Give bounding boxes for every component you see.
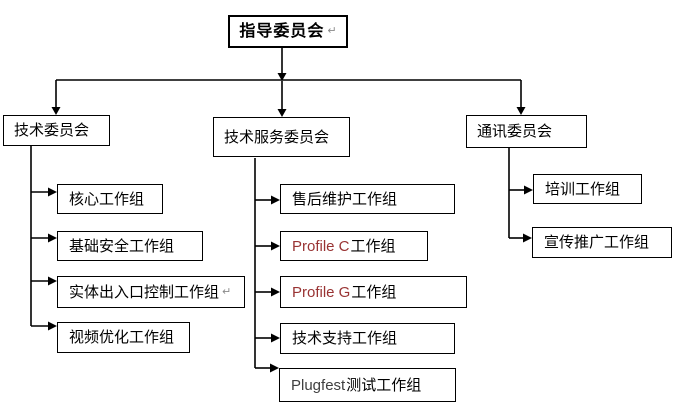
- node-core-workgroup: 核心工作组: [57, 184, 163, 214]
- node-plugfest-test-workgroup: Plugfest 测试工作组: [279, 368, 456, 402]
- node-label: 工作组: [350, 237, 396, 255]
- node-label: 技术支持工作组: [292, 330, 398, 347]
- node-label: 实体出入口控制工作组: [69, 283, 220, 301]
- node-label: 技术委员会: [14, 122, 90, 139]
- paragraph-mark-icon: ↵: [327, 25, 337, 37]
- node-label: 售后维护工作组: [292, 190, 398, 208]
- node-label: 技术服务委员会: [224, 128, 330, 146]
- node-label: 宣传推广工作组: [544, 234, 650, 251]
- node-video-optimization-workgroup: 视频优化工作组: [57, 322, 190, 353]
- node-tech-support-workgroup: 技术支持工作组: [280, 323, 455, 354]
- connector-right-column: [508, 148, 533, 243]
- node-label-latin: Profile G: [292, 283, 351, 301]
- node-label: 工作组: [351, 283, 397, 301]
- node-steering-committee: 指导委员会↵: [228, 15, 348, 48]
- connector-root: [51, 48, 526, 117]
- node-tech-service-committee: 技术服务委员会: [213, 117, 350, 157]
- node-label-latin: Profile C: [292, 237, 350, 255]
- node-entrance-control-workgroup: 实体出入口控制工作组↵: [57, 276, 245, 308]
- node-basic-security-workgroup: 基础安全工作组: [57, 231, 203, 261]
- node-profile-g-workgroup: Profile G 工作组: [280, 276, 467, 308]
- paragraph-mark-icon: ↵: [222, 285, 232, 298]
- node-profile-c-workgroup: Profile C 工作组: [280, 231, 428, 261]
- node-label: 培训工作组: [545, 180, 621, 198]
- node-label: 测试工作组: [346, 376, 422, 394]
- node-label: 通讯委员会: [477, 123, 553, 140]
- node-promotion-workgroup: 宣传推广工作组: [532, 227, 672, 258]
- node-label: 视频优化工作组: [69, 329, 175, 346]
- node-training-workgroup: 培训工作组: [533, 174, 642, 204]
- node-label: 基础安全工作组: [69, 237, 175, 255]
- node-label: 指导委员会: [239, 22, 325, 40]
- node-label: 核心工作组: [69, 190, 145, 208]
- connector-middle-column: [254, 158, 280, 373]
- connector-left-column: [30, 146, 57, 331]
- node-tech-committee: 技术委员会: [3, 115, 110, 146]
- node-communication-committee: 通讯委员会: [466, 115, 587, 148]
- node-after-sales-workgroup: 售后维护工作组: [280, 184, 455, 214]
- node-label-latin: Plugfest: [291, 376, 346, 394]
